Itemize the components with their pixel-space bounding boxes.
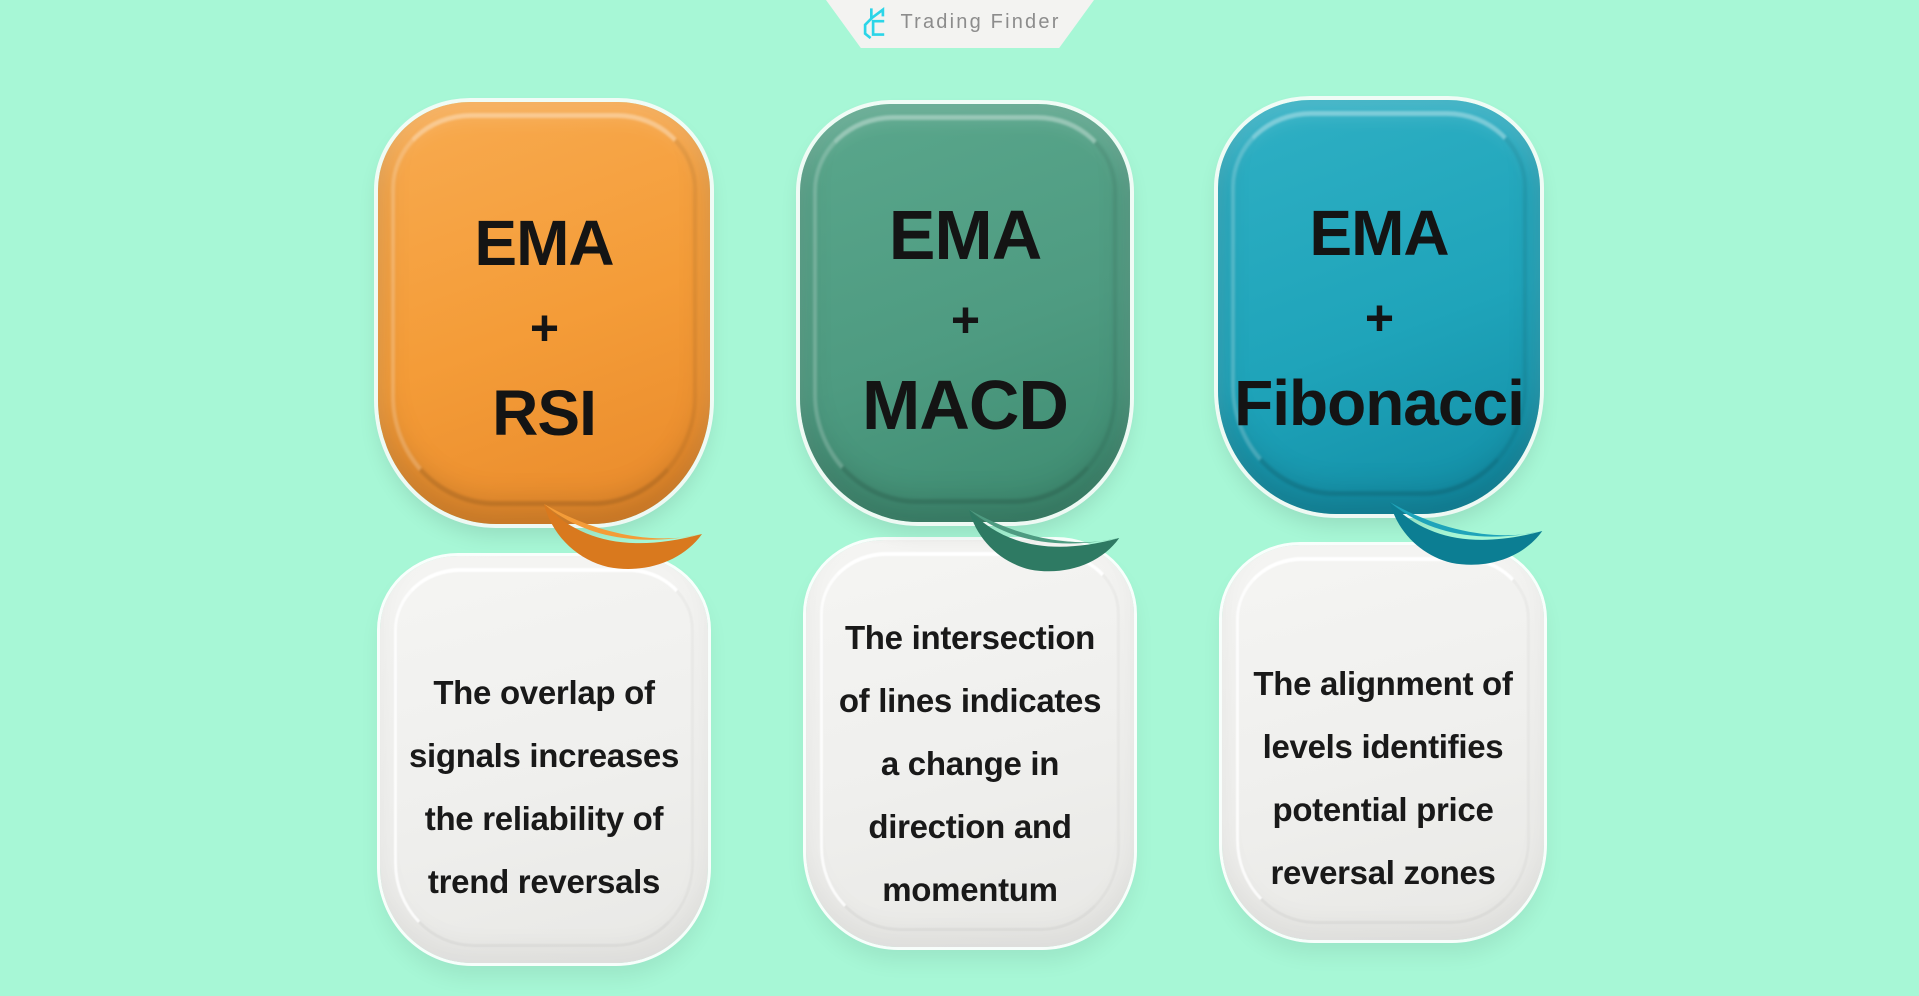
description-card-ema-fibonacci: The alignment of levels identifies poten… bbox=[1222, 545, 1544, 940]
bubble-tail-teal bbox=[1389, 502, 1543, 565]
description-card-ema-macd: The intersection of lines indicates a ch… bbox=[806, 540, 1134, 947]
description-line: The intersection bbox=[844, 619, 1096, 656]
description-line: trend reversals bbox=[427, 862, 661, 900]
description-line: potential price bbox=[1272, 790, 1494, 828]
bubble-title: EMA + Fibonacci bbox=[1234, 191, 1525, 446]
bubble-tail-orange bbox=[544, 504, 702, 569]
description-line: The alignment of bbox=[1253, 664, 1513, 702]
bubble-title: EMA + MACD bbox=[862, 193, 1069, 448]
description-line: reversal zones bbox=[1270, 853, 1496, 891]
description-card-ema-rsi: The overlap of signals increases the rel… bbox=[380, 556, 708, 963]
description-line: levels identifies bbox=[1262, 727, 1504, 765]
brand-name: Trading Finder bbox=[900, 11, 1061, 33]
description-text: The alignment of levels identifies poten… bbox=[1253, 652, 1513, 904]
description-line: the reliability of bbox=[424, 799, 664, 837]
bubble-title-line: EMA bbox=[1309, 196, 1449, 269]
description-line: a change in bbox=[880, 745, 1060, 782]
trading-finder-logo-icon bbox=[864, 6, 885, 39]
plus-sign: + bbox=[950, 291, 980, 348]
plus-sign: + bbox=[1364, 289, 1394, 346]
bubble-tail-green bbox=[968, 509, 1120, 572]
bubble-title: EMA + RSI bbox=[474, 201, 614, 456]
bubble-title-line: EMA bbox=[888, 195, 1043, 274]
bubble-title-line: EMA bbox=[474, 206, 614, 279]
description-text: The intersection of lines indicates a ch… bbox=[838, 606, 1102, 921]
indicator-bubble-ema-macd: EMA + MACD bbox=[800, 104, 1130, 522]
description-line: momentum bbox=[882, 871, 1058, 908]
bubble-title-line: MACD bbox=[862, 365, 1069, 444]
brand-banner: Trading Finder bbox=[826, 0, 1094, 48]
plus-sign: + bbox=[529, 299, 559, 356]
description-text: The overlap of signals increases the rel… bbox=[409, 661, 679, 913]
indicator-bubble-ema-fibonacci: EMA + Fibonacci bbox=[1218, 100, 1540, 514]
description-line: signals increases bbox=[408, 736, 680, 774]
description-line: direction and bbox=[868, 808, 1072, 845]
indicator-bubble-ema-rsi: EMA + RSI bbox=[378, 102, 710, 524]
bubble-title-line: Fibonacci bbox=[1234, 366, 1525, 439]
bubble-title-line: RSI bbox=[492, 376, 597, 449]
description-line: of lines indicates bbox=[838, 682, 1102, 719]
description-line: The overlap of bbox=[433, 673, 655, 711]
